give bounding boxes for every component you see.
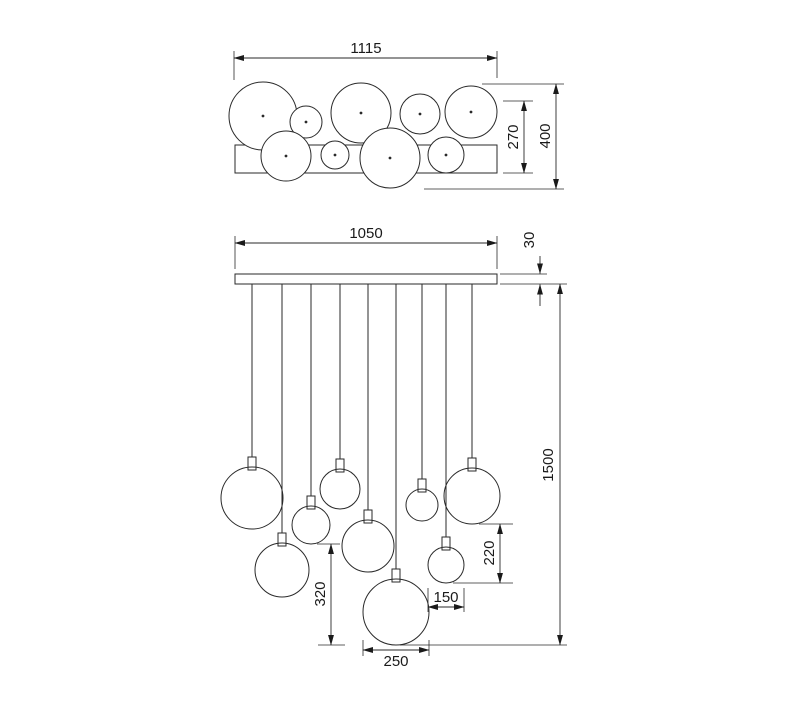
front-view — [220, 273, 501, 646]
pendant — [291, 284, 331, 545]
pendant — [319, 284, 361, 510]
pendant — [405, 284, 439, 522]
disc-small-upper — [289, 105, 323, 139]
dim-drop-offset-right: 220 — [453, 523, 513, 584]
pendant — [220, 284, 284, 530]
dim-canopy-width: 1050 — [234, 225, 498, 269]
disc-medium-lower-right — [427, 136, 465, 174]
canopy-plate-front-view — [234, 273, 498, 285]
dim-drop-offset-center: 320 — [312, 543, 340, 646]
dim-label-1050: 1050 — [349, 225, 382, 242]
dim-globe-large: 250 — [362, 640, 430, 670]
top-view — [228, 81, 498, 189]
dim-label-220: 220 — [481, 540, 498, 565]
pendant — [443, 284, 501, 525]
dim-top-depth-overall: 400 — [424, 83, 564, 190]
pendant — [341, 284, 395, 573]
dim-label-150: 150 — [433, 589, 458, 606]
dim-overall-drop: 1500 — [318, 283, 567, 646]
pendant — [254, 284, 310, 598]
dim-label-1115: 1115 — [350, 40, 381, 57]
disc-medium-upper — [399, 93, 441, 135]
pendant — [362, 284, 430, 646]
dim-top-depth-inner: 270 — [503, 100, 533, 174]
disc-small-lower — [320, 140, 350, 170]
dim-label-320: 320 — [312, 581, 329, 606]
disc-large-center — [330, 82, 392, 144]
disc-large-lower-center — [359, 127, 421, 189]
disc-medium-lower-left — [260, 130, 312, 182]
disc-large-right — [444, 85, 498, 139]
dim-label-1500: 1500 — [540, 448, 557, 481]
dim-top-width: 1115 — [233, 40, 498, 80]
dim-label-270: 270 — [505, 124, 522, 149]
dim-label-400: 400 — [537, 123, 554, 148]
dim-label-30: 30 — [521, 232, 538, 249]
pendant — [427, 284, 465, 584]
dim-canopy-thickness: 30 — [500, 232, 567, 306]
dim-globe-small: 150 — [427, 588, 465, 612]
dim-label-250: 250 — [383, 653, 408, 670]
